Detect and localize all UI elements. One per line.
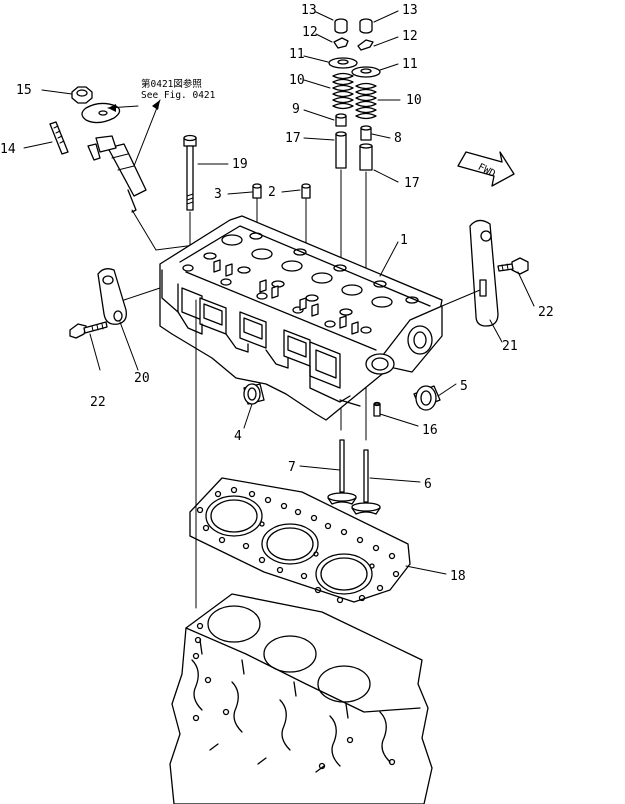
callout-17-left: 17 xyxy=(285,131,301,146)
plug-2 xyxy=(301,183,311,263)
callout-11-left: 11 xyxy=(289,47,305,62)
lifting-bracket-left xyxy=(97,268,161,325)
callout-22-right: 22 xyxy=(538,305,554,320)
callout-14: 14 xyxy=(0,142,16,157)
valve-train-right xyxy=(351,18,381,441)
callout-22-left: 22 xyxy=(90,395,106,410)
callout-2: 2 xyxy=(268,185,276,200)
callout-4: 4 xyxy=(234,429,242,444)
callout-labels: 13 13 12 12 11 11 10 10 9 8 17 17 15 14 … xyxy=(0,3,554,584)
seal-ring-4 xyxy=(243,383,265,405)
callout-18: 18 xyxy=(450,569,466,584)
callout-12-right: 12 xyxy=(402,29,418,44)
reference-note-jp: 第0421図参照 xyxy=(141,78,202,90)
callout-8: 8 xyxy=(394,131,402,146)
reference-note-en: See Fig. 0421 xyxy=(141,90,216,101)
exhaust-valve xyxy=(351,449,381,515)
fwd-arrow: FWD xyxy=(457,151,515,187)
cylinder-block xyxy=(169,593,433,804)
callout-15: 15 xyxy=(16,83,32,98)
head-gasket xyxy=(189,477,411,604)
leader-lines xyxy=(23,10,535,575)
seal-ring-5 xyxy=(413,385,441,411)
cylinder-head xyxy=(159,215,443,421)
callout-17-right: 17 xyxy=(404,176,420,191)
callout-3: 3 xyxy=(214,187,222,202)
callout-13-left: 13 xyxy=(301,3,317,18)
callout-5: 5 xyxy=(460,379,468,394)
callout-21: 21 xyxy=(502,339,518,354)
callout-6: 6 xyxy=(424,477,432,492)
callout-7: 7 xyxy=(288,460,296,475)
callout-16: 16 xyxy=(422,423,438,438)
intake-valve xyxy=(327,439,357,505)
bolt-left xyxy=(69,321,108,339)
callout-19: 19 xyxy=(232,157,248,172)
bolt-right xyxy=(497,257,529,275)
callout-1: 1 xyxy=(400,233,408,248)
callout-10-right: 10 xyxy=(406,93,422,108)
callout-20: 20 xyxy=(134,371,150,386)
injector-assembly xyxy=(49,86,219,251)
callout-13-right: 13 xyxy=(402,3,418,18)
lifting-bracket-right xyxy=(441,219,499,327)
head-bolt xyxy=(183,134,197,259)
callout-9: 9 xyxy=(292,102,300,117)
callout-11-right: 11 xyxy=(402,57,418,72)
callout-10-left: 10 xyxy=(289,73,305,88)
dowel-pin xyxy=(373,401,381,417)
callout-12-left: 12 xyxy=(302,25,318,40)
